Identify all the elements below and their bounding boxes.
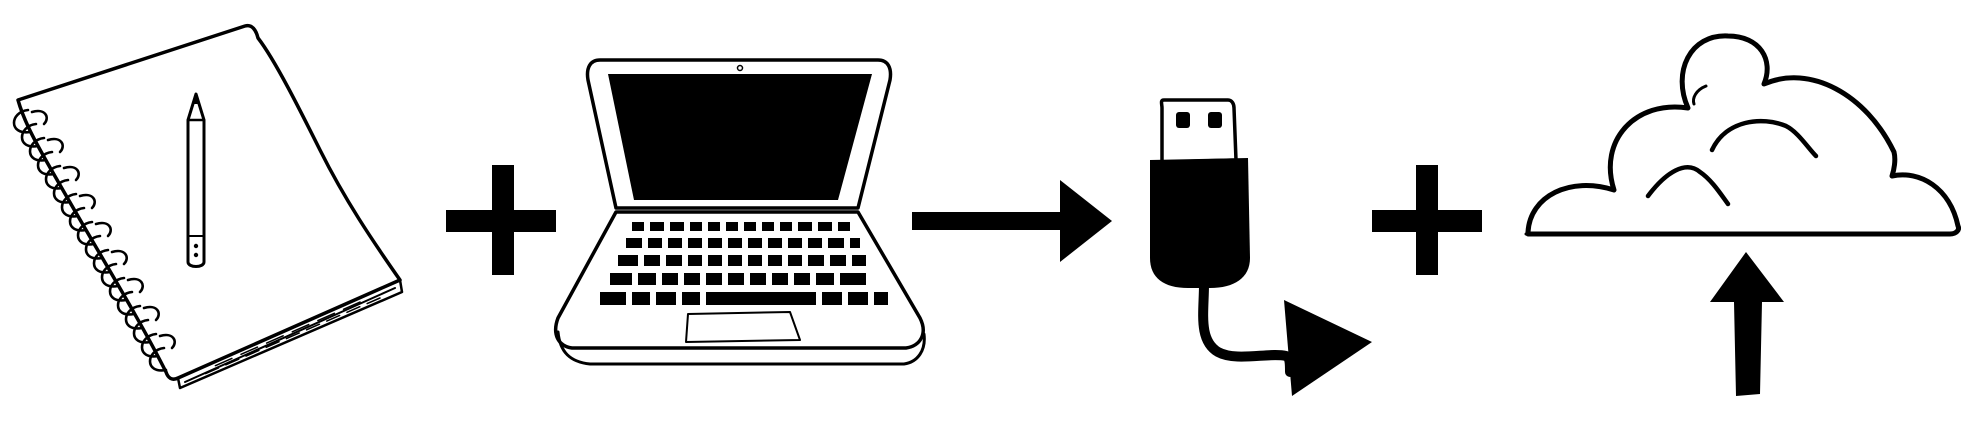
notebook-with-pencil-icon (12, 23, 404, 390)
usb-drive-icon (1150, 98, 1372, 396)
arrow-right-icon (912, 180, 1112, 262)
plus-icon (446, 165, 556, 275)
laptop-icon (553, 58, 926, 366)
plus-icon (1372, 165, 1482, 275)
cloud-upload-icon (1524, 33, 1961, 396)
pencil-icon (186, 92, 206, 268)
